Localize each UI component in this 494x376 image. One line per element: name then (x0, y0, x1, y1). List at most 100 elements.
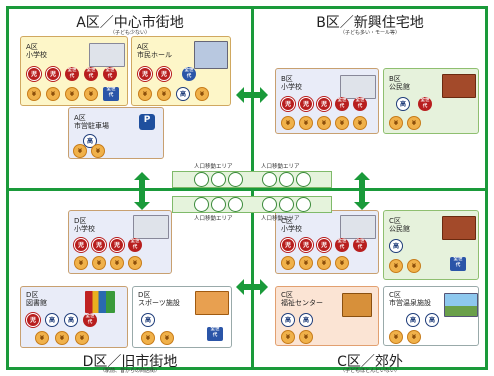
parking-icon: P (139, 114, 155, 130)
yen-icon: ¥ (299, 116, 313, 130)
yen-icon: ¥ (55, 331, 69, 345)
zone-d-title: D区／旧市街地 (82, 354, 178, 370)
books-icon (85, 291, 115, 313)
elder-icon: 高 (45, 313, 59, 327)
band-label: 人口移動エリア (261, 164, 300, 170)
yen-icon: ¥ (75, 331, 89, 345)
sports-facility-icon (195, 291, 229, 315)
all-generations-icon: 全世代 (83, 313, 97, 327)
population-slot (279, 172, 294, 187)
card-label: C区小学校 (281, 217, 302, 233)
yen-icon: ¥ (141, 331, 155, 345)
population-slot (228, 172, 243, 187)
school-building-icon (340, 215, 376, 239)
double-arrow-vertical-left (134, 172, 150, 210)
card-a-school: A区小学校 児 児 全世代 全世代 全世代 ¥ ¥ ¥ ¥ 全世代 (20, 36, 128, 106)
yen-icon: ¥ (73, 144, 87, 158)
yen-icon: ¥ (46, 87, 60, 101)
double-arrow-horizontal-top (236, 87, 268, 103)
card-label: D区スポーツ施設 (138, 291, 180, 307)
yen-icon: ¥ (195, 87, 209, 101)
kids-icon: 児 (281, 238, 295, 252)
zone-d-subtitle: （駅前、昔からの商店街） (99, 368, 160, 374)
zone-b-subtitle: （子ども多い・モール等） (339, 30, 400, 36)
band-label: 人口移動エリア (194, 164, 233, 170)
yen-icon: ¥ (92, 256, 106, 270)
kids-icon: 児 (110, 238, 124, 252)
card-label: C区公民館 (389, 217, 410, 233)
yen-icon: ¥ (128, 256, 142, 270)
yen-icon: ¥ (299, 256, 313, 270)
card-label: C区福祉センター (281, 291, 323, 307)
card-label: B区公民館 (389, 75, 410, 91)
band-label: 人口移動エリア (261, 216, 300, 222)
school-building-icon (340, 75, 376, 99)
population-slot (262, 172, 277, 187)
zone-c-subtitle: （子どもほとんどいない） (340, 368, 400, 374)
yen-icon: ¥ (389, 116, 403, 130)
card-c-welfare: C区福祉センター 高 高 ¥ ¥ (275, 286, 379, 346)
kids-icon: 児 (26, 313, 40, 327)
yen-icon: ¥ (84, 87, 98, 101)
onsen-icon (444, 293, 478, 317)
population-slot (211, 172, 226, 187)
kids-icon: 児 (317, 238, 331, 252)
zone-a-subtitle: （子ども少ない） (109, 30, 150, 36)
elder-icon: 高 (406, 313, 420, 327)
elder-icon: 高 (425, 313, 439, 327)
kids-icon: 児 (74, 238, 88, 252)
yen-icon: ¥ (281, 330, 295, 344)
yen-icon: ¥ (110, 256, 124, 270)
card-b-community: B区公民館 高 全世代 ¥ ¥ (383, 68, 479, 134)
elder-icon: 高 (389, 239, 403, 253)
yen-icon: ¥ (281, 116, 295, 130)
community-hall-icon (442, 74, 476, 98)
yen-icon: ¥ (35, 331, 49, 345)
kids-icon: 児 (27, 67, 41, 81)
elder-icon: 高 (176, 87, 190, 101)
yen-icon: ¥ (138, 87, 152, 101)
elder-icon: 高 (281, 313, 295, 327)
card-label: D区小学校 (74, 217, 95, 233)
card-d-school: D区小学校 児 児 児 全世代 ¥ ¥ ¥ ¥ (68, 210, 172, 274)
yen-icon: ¥ (407, 116, 421, 130)
all-generations-badge-icon: 全世代 (450, 257, 466, 271)
kids-icon: 児 (281, 97, 295, 111)
all-generations-icon: 全世代 (182, 67, 196, 81)
divider-horizontal (6, 188, 488, 191)
kids-icon: 児 (317, 97, 331, 111)
population-slot (194, 197, 209, 212)
elder-icon: 高 (396, 97, 410, 111)
all-generations-icon: 全世代 (84, 67, 98, 81)
population-slot (262, 197, 277, 212)
zone-c-title: C区／郊外 (337, 354, 403, 370)
card-c-onsen: C区市営温泉施設 高 高 ¥ ¥ (383, 286, 479, 346)
elder-icon: 高 (64, 313, 78, 327)
all-generations-icon: 全世代 (353, 97, 367, 111)
card-d-sports: D区スポーツ施設 高 ¥ ¥ 全世代 (132, 286, 232, 348)
population-slot (211, 197, 226, 212)
kids-icon: 児 (299, 97, 313, 111)
card-d-library: D区図書館 児 高 高 全世代 ¥ ¥ ¥ (20, 286, 128, 348)
yen-icon: ¥ (157, 87, 171, 101)
yen-icon: ¥ (407, 330, 421, 344)
card-label: A区小学校 (26, 43, 47, 59)
card-c-community: C区公民館 高 ¥ ¥ 全世代 (383, 210, 479, 280)
card-label: C区市営温泉施設 (389, 291, 431, 307)
double-arrow-vertical-right (354, 172, 370, 210)
kids-icon: 児 (46, 67, 60, 81)
yen-icon: ¥ (335, 256, 349, 270)
all-generations-icon: 全世代 (335, 238, 349, 252)
kids-icon: 児 (299, 238, 313, 252)
yen-icon: ¥ (389, 330, 403, 344)
population-slot (296, 172, 311, 187)
yen-icon: ¥ (317, 116, 331, 130)
population-slot (296, 197, 311, 212)
yen-icon: ¥ (353, 116, 367, 130)
zone-b-title: B区／新興住宅地 (316, 15, 424, 31)
yen-icon: ¥ (335, 116, 349, 130)
card-a-parking: A区市営駐車場 P 高 ¥ ¥ (68, 107, 164, 159)
zone-a-title: A区／中心市街地 (76, 15, 184, 31)
yen-icon: ¥ (27, 87, 41, 101)
card-a-hall: A区市民ホール 児 児 全世代 ¥ ¥ 高 ¥ (131, 36, 231, 106)
